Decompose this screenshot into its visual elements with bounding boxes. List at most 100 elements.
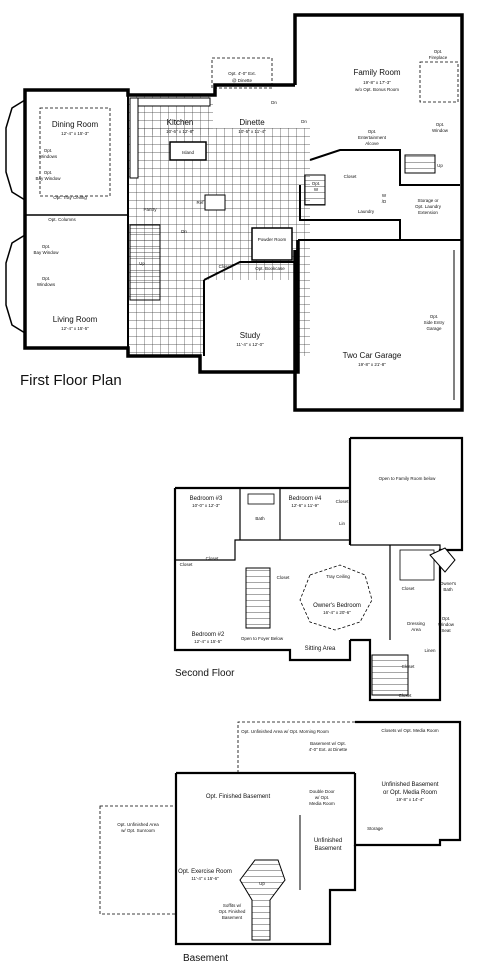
family-room-note: w/o Opt. Bonus Room: [355, 87, 399, 92]
soffits-2: Opt. Finished: [219, 909, 246, 914]
closet-b2a: Closet: [206, 556, 220, 561]
soffits-3: Basement: [222, 915, 243, 920]
basement-stair: [239, 859, 286, 941]
dn-family: Dn: [301, 119, 307, 124]
unfinished-media-1: Unfinished Basement: [381, 782, 438, 788]
storage-1: Storage or: [417, 198, 439, 203]
double-door-2: w/ Opt.: [315, 795, 329, 800]
unfinished-media-2: or Opt. Media Room: [383, 790, 437, 796]
storage-2: Opt. Laundry: [415, 204, 442, 209]
opt-sunroom-2: w/ Opt. Sunroom: [121, 828, 155, 833]
linen2-label: Linen: [424, 648, 436, 653]
linen-label: Lin: [339, 521, 346, 526]
tray-label: Tray Ceiling: [326, 574, 350, 579]
second-floor-plan: Open to Family Room below Bedroom #3 10'…: [173, 436, 464, 702]
main-stair: [129, 224, 161, 301]
opt-ent: Opt.: [368, 129, 377, 134]
island-label: Island: [182, 150, 195, 155]
kitchen-dims: 10'-6" x 12'-8": [166, 129, 194, 134]
opt-mud: Opt.: [312, 181, 321, 186]
dn-kitchen: Dn: [181, 229, 187, 234]
living-room-label: Living Room: [53, 315, 98, 324]
opt-window-label: Opt.: [436, 122, 445, 127]
double-door-1: Double Door: [309, 789, 335, 794]
second-floor-stair: [245, 567, 271, 629]
bsmt-storage: Storage: [367, 826, 383, 831]
owners-bath-2: Bath: [443, 587, 453, 592]
kitchen-label: Kitchen: [167, 118, 194, 127]
dinette-dims: 10'-5" x 11'-4": [238, 129, 266, 134]
up-basement: Up: [259, 881, 265, 886]
storage-3: Extension: [418, 210, 438, 215]
opt-bay-lr: Opt.: [42, 244, 51, 249]
opt-finished-bsmt: Opt. Finished Basement: [206, 794, 271, 800]
opt-side-entry: Opt.: [430, 314, 439, 319]
closet-b3: Closet: [180, 562, 194, 567]
bedroom2-label: Bedroom #2: [192, 632, 225, 638]
basement-title: Basement: [183, 953, 228, 964]
open-foyer: Open to Foyer Below: [241, 636, 284, 641]
pantry-label: Pantry: [143, 207, 157, 212]
closet-owner2: Closet: [402, 664, 416, 669]
window-seat-2: Window: [438, 622, 455, 627]
dressing-2: Area: [411, 627, 421, 632]
open-family: Open to Family Room below: [379, 476, 437, 481]
opt-mud-2: W: [314, 187, 319, 192]
double-door-3: Media Room: [309, 801, 335, 806]
opt-sunroom-1: Opt. Unfinished Area: [117, 822, 159, 827]
bedroom3-dims: 10'-0" x 12'-3": [192, 503, 220, 508]
bsmt-ext-1: Basement w/ Opt.: [310, 741, 346, 746]
bedroom4-dims: 12'-6" x 11'-9": [291, 503, 319, 508]
opt-bay-dr: Opt.: [44, 170, 53, 175]
tray-ceiling-octagon: [299, 564, 373, 631]
opt-window-label-2: Window: [432, 128, 449, 133]
closet-owner1: Closet: [402, 586, 416, 591]
w-d: W: [382, 193, 387, 198]
first-floor-plan: Family Room 19'-8" x 17'-3" w/o Opt. Bon…: [5, 13, 464, 412]
soffits-1: Soffits w/: [223, 903, 242, 908]
closet-b4: Closet: [336, 499, 350, 504]
dining-bay-window: [5, 99, 26, 201]
up-family: Up: [437, 163, 443, 168]
opt-fireplace-label: Opt.: [434, 49, 443, 54]
up-stair: Up: [139, 261, 145, 266]
opt-ext-label-2: @ Dinette: [232, 78, 253, 83]
basement-plan: Opt. Unfinished Area w/ Opt. Morning Roo…: [99, 720, 462, 964]
living-room-dims: 12'-4" x 15'-5": [61, 326, 89, 331]
sitting-area: Sitting Area: [305, 646, 336, 652]
opt-windows-lr-2: Windows: [37, 282, 56, 287]
second-floor-walls: [173, 436, 464, 702]
opt-exercise: Opt. Exercise Room: [178, 869, 232, 875]
opt-ext-label: Opt. 4'-0" Ext.: [228, 71, 256, 76]
opt-windows-lr: Opt.: [42, 276, 51, 281]
w-d-2: /D: [382, 199, 387, 204]
basement-walls: [174, 720, 462, 946]
window-seat-3: Seat: [441, 628, 451, 633]
bsmt-ext-2: 4'-0" Ext. at Dinette: [309, 747, 348, 752]
opt-side-entry-2: Side Entry: [424, 320, 446, 325]
family-room-dims: 19'-8" x 17'-3": [363, 80, 391, 85]
kitchen-island: [169, 141, 207, 161]
opt-tray-ceiling: Opt. Tray Ceiling: [53, 195, 87, 200]
owners-bedroom-dims: 16'-4" x 20'-6": [323, 610, 351, 615]
unfinished-bsmt-2: Basement: [314, 846, 341, 852]
bedroom3-label: Bedroom #3: [190, 496, 223, 502]
dn-dinette: Dn: [271, 100, 277, 105]
powder-room-label: Powder Room: [258, 237, 287, 242]
tray-ceiling-outline: [39, 107, 111, 197]
opt-ent-2: Entertainment: [358, 135, 387, 140]
opt-windows-dr-2: Windows: [39, 154, 58, 159]
garage-label: Two Car Garage: [343, 351, 402, 360]
bedroom2-dims: 12'-4" x 15'-5": [194, 639, 222, 644]
opt-columns: Opt. Columns: [48, 217, 76, 222]
opt-sunroom-area: [99, 805, 177, 915]
bath-label: Bath: [255, 516, 265, 521]
powder-room: [251, 227, 293, 261]
exercise-dims: 11'-4" x 15'-6": [191, 876, 219, 881]
garage-dims: 19'-8" x 21'-8": [358, 362, 386, 367]
dining-room-label: Dining Room: [52, 120, 99, 129]
second-floor-title: Second Floor: [175, 668, 235, 679]
opt-fireplace: [419, 61, 459, 103]
opt-bookcase: Opt. Bookcase: [255, 266, 285, 271]
closet-owner3: Closet: [399, 693, 413, 698]
